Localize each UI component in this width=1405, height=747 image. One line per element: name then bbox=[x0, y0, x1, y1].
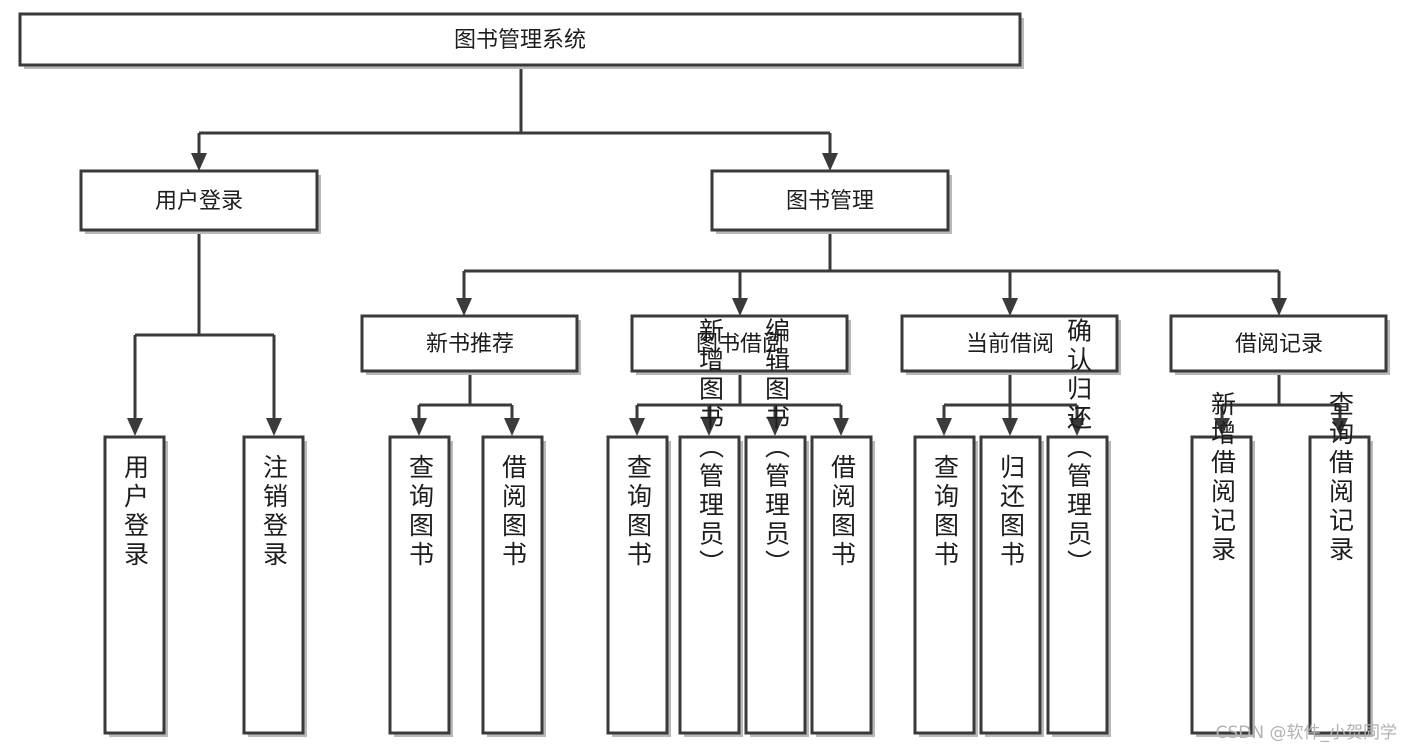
node-book-borrow-box[interactable] bbox=[630, 314, 849, 373]
node-borrow-record-box[interactable] bbox=[1169, 314, 1388, 373]
node-leaf-borrow-book-2-box[interactable] bbox=[810, 435, 873, 735]
node-current-borrow-box[interactable] bbox=[900, 314, 1119, 373]
node-leaf-borrow-book-2[interactable]: 借阅图书 bbox=[810, 435, 875, 737]
arrow-icon-user-login bbox=[191, 153, 207, 171]
node-leaf-query-book-2-box[interactable] bbox=[606, 435, 669, 735]
node-leaf-logout-label: 注销登录 bbox=[260, 454, 289, 570]
node-leaf-query-record[interactable]: 查询借阅记录 bbox=[1308, 391, 1373, 737]
node-leaf-user-login-box[interactable] bbox=[103, 435, 166, 735]
node-leaf-query-book-1-box[interactable] bbox=[388, 435, 451, 735]
node-leaf-logout-box[interactable] bbox=[242, 435, 305, 735]
node-leaf-logout[interactable]: 注销登录 bbox=[242, 435, 307, 737]
node-root-label: 图书管理系统 bbox=[454, 28, 586, 53]
arrow-icon-leaf-borrow-book-2 bbox=[833, 418, 849, 436]
node-leaf-query-record-label: 查询借阅记录 bbox=[1326, 391, 1355, 565]
node-user-login-box[interactable] bbox=[79, 169, 319, 232]
node-leaf-add-book-box[interactable] bbox=[678, 435, 741, 735]
node-leaf-add-book-label: 新增图书（管理员） bbox=[696, 318, 725, 579]
arrow-icon-leaf-user-login bbox=[127, 418, 143, 436]
node-leaf-borrow-book-1[interactable]: 借阅图书 bbox=[481, 435, 546, 737]
connector-group-user-login bbox=[127, 232, 282, 436]
node-user-login[interactable]: 用户登录 bbox=[79, 169, 321, 234]
connector-group-borrow-record bbox=[1214, 373, 1348, 436]
node-root-box[interactable] bbox=[18, 12, 1022, 67]
node-book-borrow-label: 图书借阅 bbox=[696, 332, 784, 357]
node-root[interactable]: 图书管理系统 bbox=[18, 12, 1024, 69]
arrow-icon-leaf-borrow-book-1 bbox=[504, 418, 520, 436]
connector-group-book-borrow bbox=[629, 373, 849, 436]
node-leaf-confirm-return-label: 确认归还（管理员） bbox=[1064, 318, 1093, 579]
connector-group-root bbox=[191, 67, 838, 171]
node-leaf-query-book-3[interactable]: 查询图书 bbox=[913, 435, 978, 737]
node-current-borrow-label: 当前借阅 bbox=[966, 332, 1054, 357]
arrow-icon-leaf-logout bbox=[266, 418, 282, 436]
connector-group-new-book-rec bbox=[411, 373, 520, 436]
node-leaf-edit-book[interactable]: 编辑图书（管理员） bbox=[744, 318, 809, 738]
arrow-icon-borrow-record bbox=[1271, 298, 1287, 316]
arrow-icon-leaf-query-book-3 bbox=[936, 418, 952, 436]
node-book-manage[interactable]: 图书管理 bbox=[710, 169, 952, 234]
node-book-borrow[interactable]: 图书借阅 bbox=[630, 314, 851, 375]
node-leaf-query-book-3-label: 查询图书 bbox=[931, 454, 960, 570]
node-borrow-record-label: 借阅记录 bbox=[1235, 332, 1323, 357]
arrow-icon-leaf-return-book bbox=[1002, 418, 1018, 436]
node-leaf-add-record-box[interactable] bbox=[1190, 435, 1253, 735]
arrow-icon-leaf-query-book-1 bbox=[411, 418, 427, 436]
node-leaf-user-login-label: 用户登录 bbox=[121, 454, 150, 570]
node-new-book-rec-box[interactable] bbox=[360, 314, 579, 373]
node-leaf-return-book-label: 归还图书 bbox=[997, 454, 1026, 570]
node-leaf-return-book[interactable]: 归还图书 bbox=[979, 435, 1044, 737]
node-borrow-record[interactable]: 借阅记录 bbox=[1169, 314, 1390, 375]
node-leaf-edit-book-box[interactable] bbox=[744, 435, 807, 735]
node-book-manage-box[interactable] bbox=[710, 169, 950, 232]
node-user-login-label: 用户登录 bbox=[155, 189, 243, 214]
connector-group-current-borrow bbox=[936, 373, 1085, 436]
node-book-manage-label: 图书管理 bbox=[786, 189, 874, 214]
node-leaf-borrow-book-1-box[interactable] bbox=[481, 435, 544, 735]
node-leaf-user-login[interactable]: 用户登录 bbox=[103, 435, 168, 737]
node-new-book-rec[interactable]: 新书推荐 bbox=[360, 314, 581, 375]
node-new-book-rec-label: 新书推荐 bbox=[426, 332, 514, 357]
node-leaf-confirm-return-box[interactable] bbox=[1046, 435, 1109, 735]
node-leaf-borrow-book-1-label: 借阅图书 bbox=[499, 454, 528, 570]
arrow-icon-new-book-rec bbox=[456, 298, 472, 316]
node-leaf-confirm-return[interactable]: 确认归还（管理员） bbox=[1046, 318, 1111, 738]
arrow-icon-current-borrow bbox=[1002, 298, 1018, 316]
node-leaf-borrow-book-2-label: 借阅图书 bbox=[828, 454, 857, 570]
arrow-icon-leaf-query-book-2 bbox=[629, 418, 645, 436]
node-leaf-edit-book-label: 编辑图书（管理员） bbox=[762, 318, 791, 579]
node-leaf-query-book-2-label: 查询图书 bbox=[624, 454, 653, 570]
node-leaf-add-record-label: 新增借阅记录 bbox=[1208, 391, 1237, 565]
node-current-borrow[interactable]: 当前借阅 bbox=[900, 314, 1121, 375]
arrow-icon-book-borrow bbox=[732, 298, 748, 316]
node-leaf-return-book-box[interactable] bbox=[979, 435, 1042, 735]
node-leaf-query-book-2[interactable]: 查询图书 bbox=[606, 435, 671, 737]
node-leaf-query-record-box[interactable] bbox=[1308, 435, 1371, 735]
node-leaf-query-book-1[interactable]: 查询图书 bbox=[388, 435, 453, 737]
node-leaf-add-book[interactable]: 新增图书（管理员） bbox=[678, 318, 743, 738]
node-leaf-query-book-1-label: 查询图书 bbox=[406, 454, 435, 570]
node-leaf-query-book-3-box[interactable] bbox=[913, 435, 976, 735]
connector-group-book-manage bbox=[456, 232, 1287, 316]
node-leaf-add-record[interactable]: 新增借阅记录 bbox=[1190, 391, 1255, 737]
arrow-icon-book-manage bbox=[822, 153, 838, 171]
